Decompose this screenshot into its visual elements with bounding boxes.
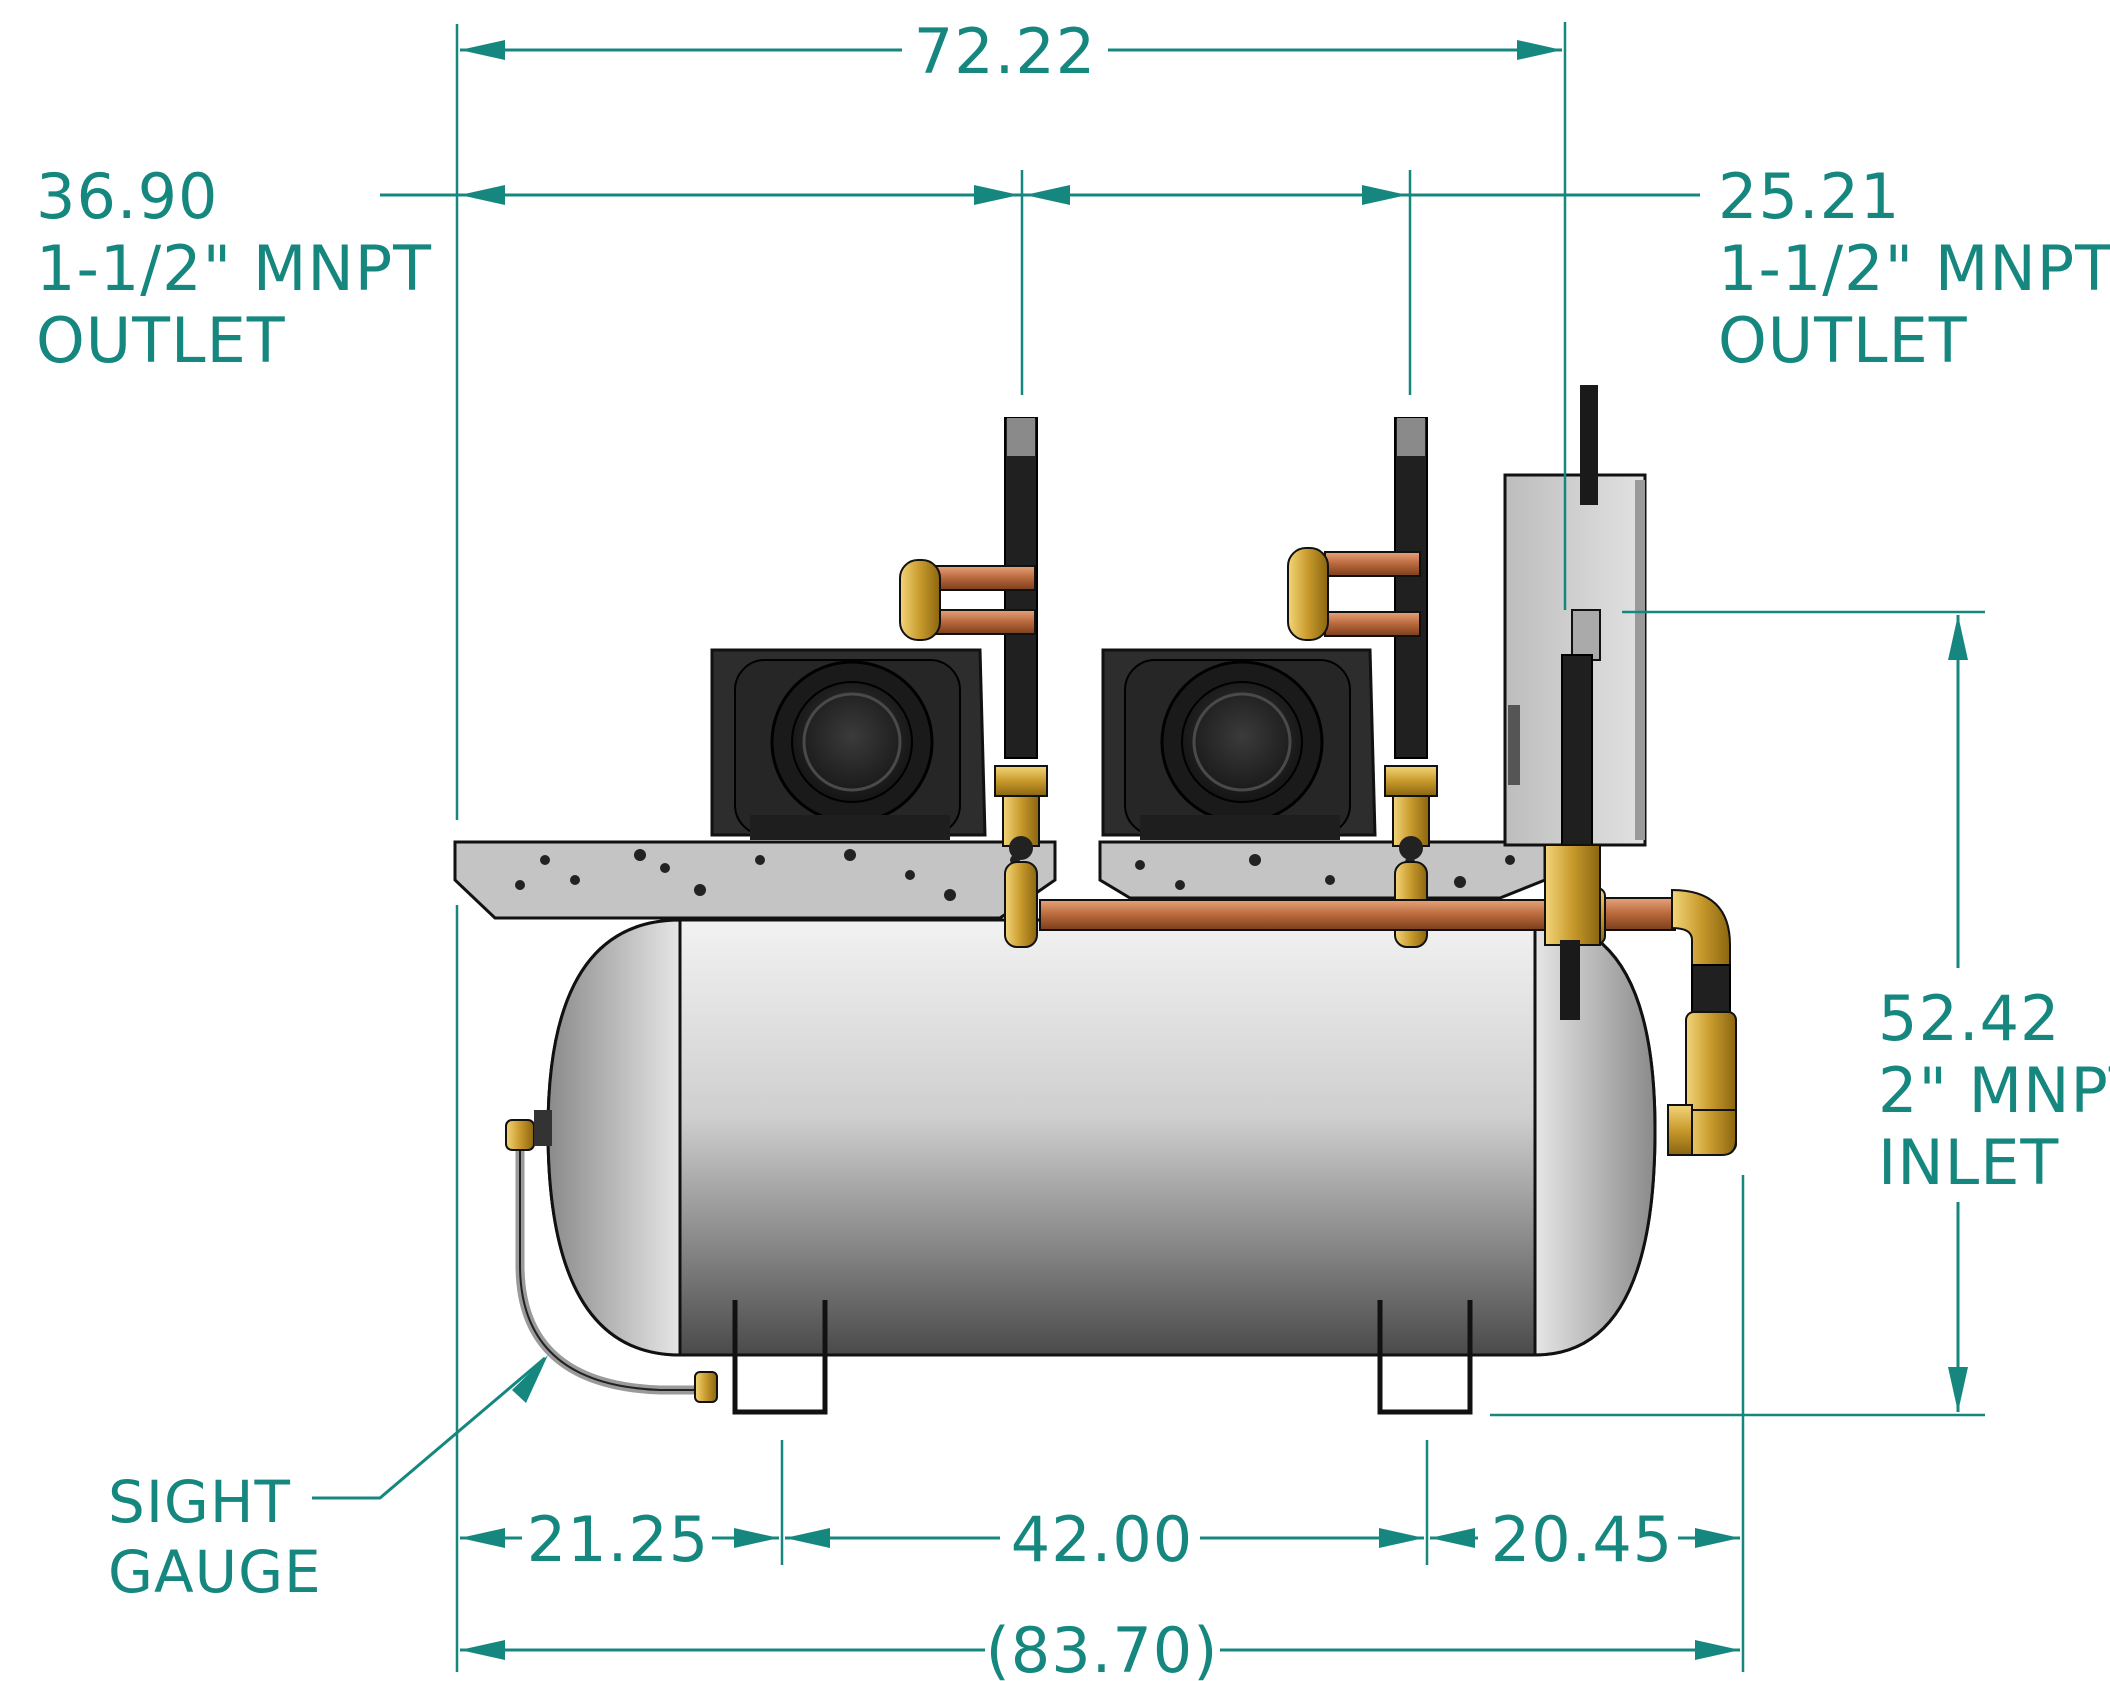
copper-loops: [899, 547, 1421, 641]
tank-legs: [732, 1300, 1473, 1415]
equipment-assembly: [453, 385, 1737, 1415]
pump-motor-icon: [710, 648, 987, 840]
dimension-outlets: [380, 185, 1700, 205]
sight-gauge-icon: [505, 1110, 718, 1403]
dim-left-outlet-value: 36.90: [36, 160, 219, 233]
sight-gauge-label-line1: SIGHT: [108, 1468, 291, 1536]
dim-20-45: 20.45: [1491, 1503, 1674, 1576]
dimension-overall-bottom: [460, 1640, 1740, 1660]
dimension-overall-top: 72.22: [460, 15, 1562, 88]
dimension-annotations: 72.22 36.90 1-1/2" MNPT OUTLET 25.21 1-1…: [36, 15, 2110, 1681]
sight-gauge-label-line2: GAUGE: [108, 1538, 322, 1606]
dim-left-outlet-spec: 1-1/2" MNPT: [36, 232, 432, 305]
dimension-inlet: [1948, 615, 1968, 1412]
dim-inlet-value: 52.42: [1878, 982, 2061, 1055]
discharge-manifold: [1039, 887, 1737, 1156]
dim-left-outlet-type: OUTLET: [36, 304, 286, 377]
dim-21-25: 21.25: [527, 1503, 710, 1576]
dim-right-outlet-value: 25.21: [1718, 160, 1901, 233]
dim-right-outlet-type: OUTLET: [1718, 304, 1968, 377]
dim-83-70: (83.70): [986, 1614, 1219, 1681]
control-panel-icon: [1503, 385, 1647, 1020]
dim-inlet-type: INLET: [1878, 1126, 2059, 1199]
sight-gauge-leader: [312, 1355, 548, 1500]
dimension-bottom-row: [460, 1528, 1740, 1548]
pump-motor-icon: [1101, 648, 1377, 840]
dim-inlet-spec: 2" MNPT: [1878, 1054, 2110, 1127]
dim-42-00: 42.00: [1011, 1503, 1194, 1576]
mounting-plates: [453, 840, 1547, 920]
dim-72-22: 72.22: [914, 15, 1097, 88]
dim-right-outlet-spec: 1-1/2" MNPT: [1718, 232, 2110, 305]
pressure-tank-icon: [546, 918, 1657, 1357]
